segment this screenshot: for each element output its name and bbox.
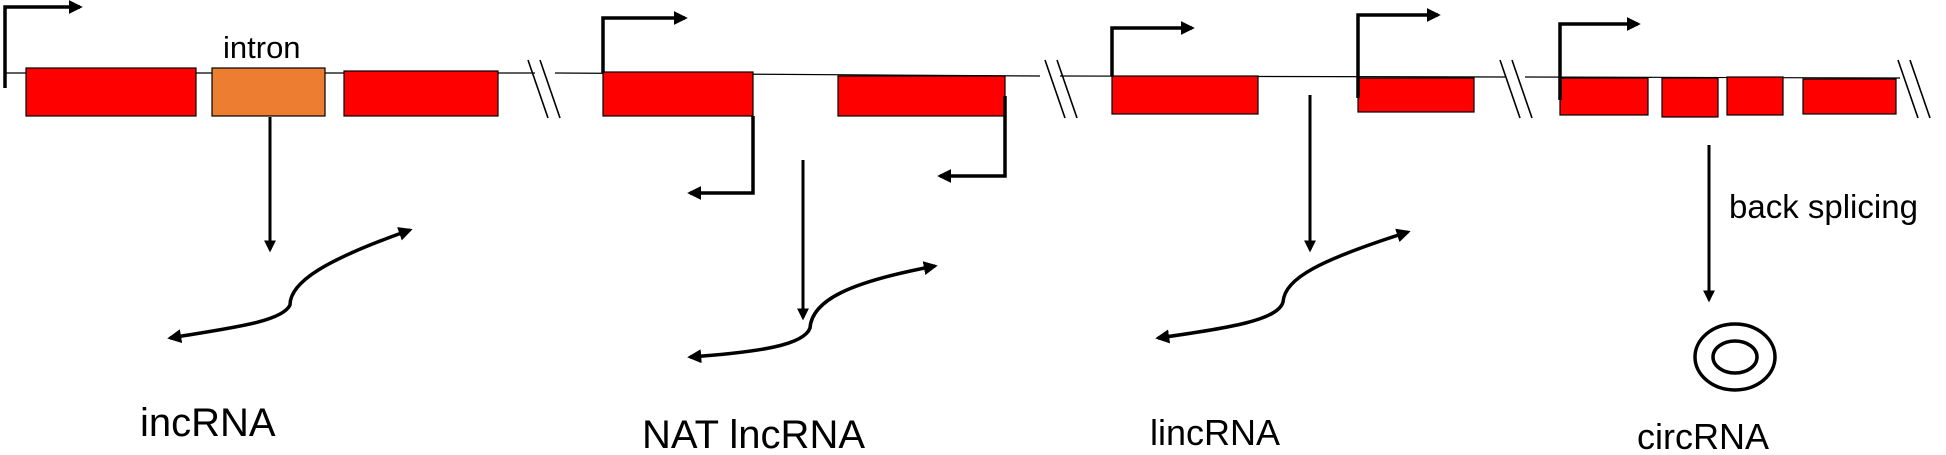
antisense-tss-1 — [687, 116, 755, 200]
nat-locus — [601, 11, 1007, 364]
sequence-break-marks — [527, 59, 1931, 119]
tss-arrow-4 — [1356, 8, 1441, 98]
nat-lncrna-label: NAT lncRNA — [642, 413, 865, 455]
exon-7 — [1559, 77, 1649, 116]
lincrna-label: lincRNA — [1150, 412, 1280, 453]
tss-arrow-2 — [601, 11, 688, 73]
exon-5 — [1111, 75, 1259, 115]
exon-9 — [1726, 76, 1784, 116]
intron-label: intron — [223, 30, 301, 65]
tss-arrow-1 — [3, 0, 83, 88]
circrna-outer-ring — [1693, 322, 1777, 392]
exon-8 — [1661, 77, 1719, 118]
exon-2 — [343, 70, 499, 117]
incrna-transcript — [167, 227, 413, 344]
tss-arrow-3 — [1110, 21, 1195, 76]
lincrna-transcript — [1155, 228, 1411, 344]
exon-10 — [1802, 78, 1897, 115]
exon-3 — [602, 71, 754, 117]
circrna-locus — [1558, 17, 1897, 392]
intronic-locus — [3, 0, 499, 344]
circrna-label: circRNA — [1637, 416, 1769, 455]
exon-6 — [1357, 77, 1475, 113]
antisense-tss-2 — [937, 96, 1007, 183]
exon-4 — [837, 75, 1006, 117]
circrna-inner-ring — [1711, 339, 1759, 375]
tss-arrow-5 — [1558, 17, 1641, 100]
intron-box — [211, 67, 326, 117]
nat-lncrna-transcript — [687, 261, 938, 364]
lincrna-locus — [1110, 8, 1475, 344]
incrna-label: incRNA — [140, 401, 276, 445]
exon-1 — [25, 67, 197, 117]
back-splicing-label: back splicing — [1729, 188, 1918, 225]
